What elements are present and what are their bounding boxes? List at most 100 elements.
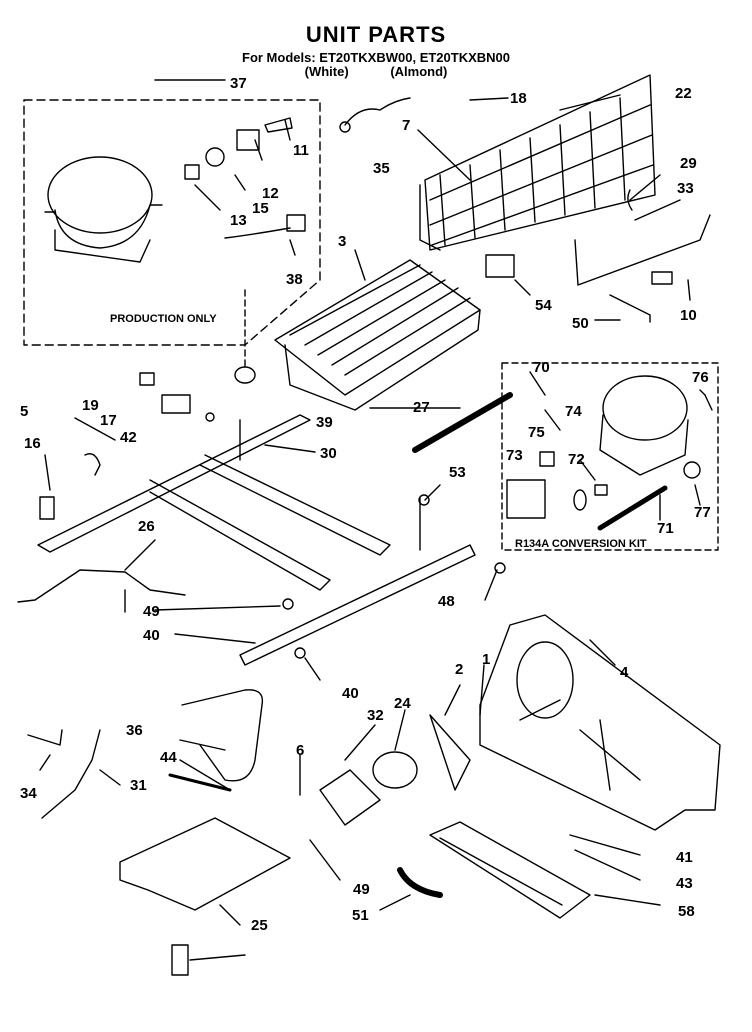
- callout-18: 18: [510, 90, 527, 107]
- drain-pan: [429, 821, 591, 919]
- callout-16: 16: [24, 435, 41, 452]
- rod-44: [168, 773, 232, 792]
- callout-11: 11: [293, 142, 309, 159]
- cover-plate: [119, 817, 291, 911]
- callout-75: 75: [528, 424, 545, 441]
- callout-49: 49: [353, 881, 370, 898]
- tube-31: [41, 729, 101, 819]
- callout-43: 43: [676, 875, 693, 892]
- production-only-label: PRODUCTION ONLY: [110, 313, 217, 325]
- variant-almond: (Almond): [390, 64, 448, 79]
- production-only-box: [23, 99, 321, 346]
- fan-bracket: [479, 614, 721, 831]
- conversion-kit-label: R134A CONVERSION KIT: [515, 538, 647, 550]
- callout-13: 13: [230, 212, 247, 229]
- fan-motor-assembly: [319, 714, 471, 826]
- callout-44: 44: [160, 749, 177, 766]
- wire-harness: [344, 97, 411, 126]
- page-title: UNIT PARTS: [305, 22, 447, 47]
- callout-73: 73: [506, 447, 523, 464]
- callout-42: 42: [120, 429, 137, 446]
- tube-assembly: [574, 214, 711, 286]
- callout-74: 74: [565, 403, 582, 420]
- callout-76: 76: [692, 369, 709, 386]
- drain-hose: [397, 867, 443, 898]
- callout-12: 12: [262, 185, 279, 202]
- callout-25: 25: [251, 917, 268, 934]
- condenser-coil: [419, 74, 656, 251]
- base-frame: [37, 414, 476, 666]
- callout-1: 1: [482, 651, 490, 668]
- callout-53: 53: [449, 464, 466, 481]
- callout-58: 58: [678, 903, 695, 920]
- screw-40b: [294, 647, 306, 659]
- callout-50: 50: [572, 315, 589, 332]
- callout-71: 71: [657, 520, 674, 537]
- tube-36: [181, 689, 264, 782]
- screw-42: [205, 412, 215, 422]
- evaporator-coil: [274, 259, 481, 411]
- clip-29: [627, 189, 633, 211]
- callout-7: 7: [402, 117, 410, 134]
- callout-38: 38: [286, 271, 303, 288]
- part-19: [139, 372, 155, 386]
- callout-40: 40: [143, 627, 160, 644]
- callout-22: 22: [675, 85, 692, 102]
- callout-29: 29: [680, 155, 697, 172]
- callout-39: 39: [316, 414, 333, 431]
- wire-connector: [339, 121, 351, 133]
- tube-34: [27, 729, 63, 746]
- callout-24: 24: [394, 695, 411, 712]
- callout-36: 36: [126, 722, 143, 739]
- callout-70: 70: [533, 359, 550, 376]
- relay-overload-parts: [184, 117, 306, 239]
- part-17: [161, 394, 191, 414]
- callout-31: 31: [130, 777, 147, 794]
- spring-58: [171, 944, 189, 976]
- callout-2: 2: [455, 661, 463, 678]
- conversion-kit-parts: [506, 375, 713, 531]
- callout-6: 6: [296, 742, 304, 759]
- callout-77: 77: [694, 504, 711, 521]
- callout-15: 15: [252, 200, 269, 217]
- wire-50: [609, 294, 651, 323]
- callout-40: 40: [342, 685, 359, 702]
- callout-27: 27: [413, 399, 430, 416]
- callout-19: 19: [82, 397, 99, 414]
- part-54: [485, 254, 515, 278]
- callout-33: 33: [677, 180, 694, 197]
- tube-26: [17, 569, 186, 613]
- compressor: [44, 156, 163, 263]
- callout-4: 4: [620, 664, 629, 681]
- callout-35: 35: [373, 160, 390, 177]
- callout-34: 34: [20, 785, 37, 802]
- screw-40a: [494, 562, 506, 574]
- callout-17: 17: [100, 412, 117, 429]
- callout-41: 41: [676, 849, 693, 866]
- callout-49: 49: [143, 603, 160, 620]
- leader-lines: [39, 79, 706, 961]
- part-5: [84, 453, 101, 476]
- callout-26: 26: [138, 518, 155, 535]
- variant-white: (White): [304, 64, 349, 79]
- callout-10: 10: [680, 307, 697, 324]
- variant-line: (White) (Almond): [0, 64, 752, 79]
- grommet: [234, 366, 256, 384]
- callout-32: 32: [367, 707, 384, 724]
- callout-48: 48: [438, 593, 455, 610]
- callout-51: 51: [352, 907, 369, 924]
- callout-3: 3: [338, 233, 346, 250]
- callout-37: 37: [230, 75, 247, 92]
- part-16: [39, 496, 55, 520]
- conversion-kit-box: [501, 362, 719, 551]
- screw-49: [282, 598, 294, 610]
- callout-5: 5: [20, 403, 28, 420]
- callout-72: 72: [568, 451, 585, 468]
- callout-30: 30: [320, 445, 337, 462]
- callout-54: 54: [535, 297, 552, 314]
- filter-drier: [412, 392, 513, 453]
- thermistor-10: [651, 271, 673, 285]
